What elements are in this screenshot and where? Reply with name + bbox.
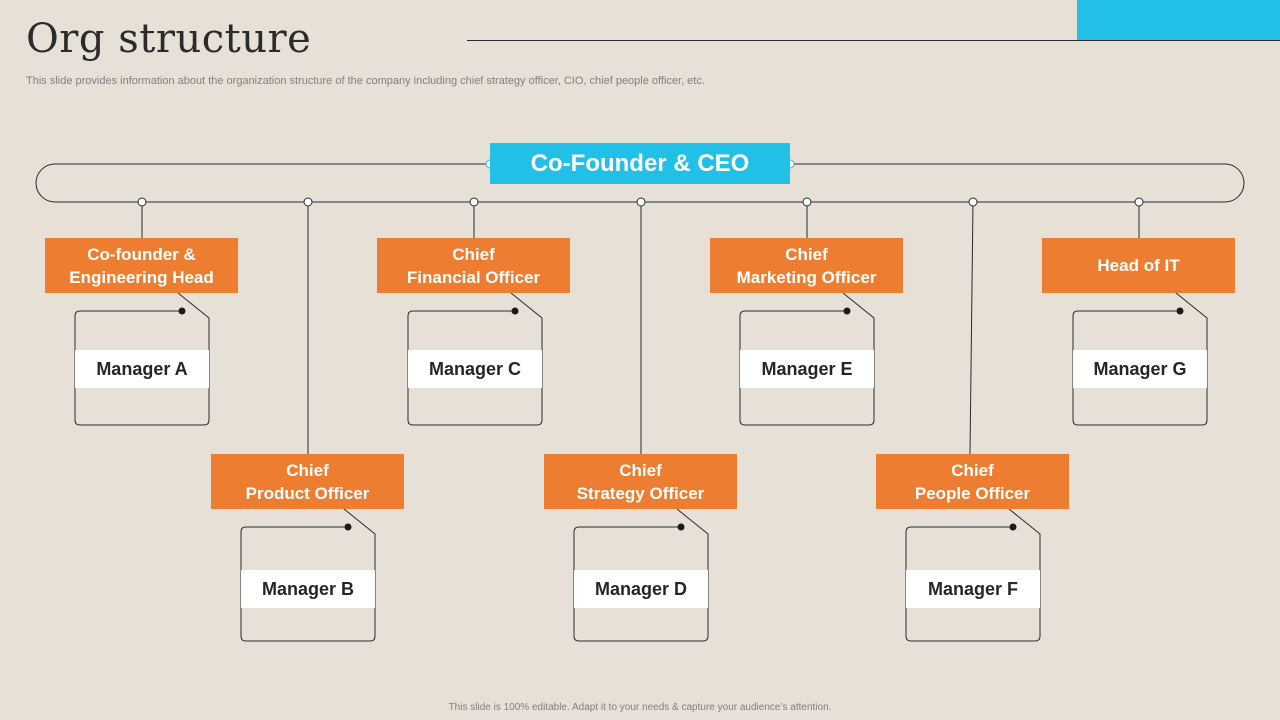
ceo-box: Co-Founder & CEO xyxy=(490,143,790,184)
manager-dot xyxy=(677,523,685,531)
manager-label: Manager G xyxy=(1073,350,1207,388)
junction-node xyxy=(137,197,147,207)
manager-frame xyxy=(905,508,1041,642)
manager-frame xyxy=(74,292,210,426)
role-box-cfo: Chief Financial Officer xyxy=(377,238,570,293)
manager-dot xyxy=(1176,307,1184,315)
role-label: Co-founder & Engineering Head xyxy=(69,244,214,287)
manager-dot xyxy=(344,523,352,531)
drop-line xyxy=(969,201,974,455)
junction-node xyxy=(1134,197,1144,207)
manager-label: Manager E xyxy=(740,350,874,388)
role-box-head-of-it: Head of IT xyxy=(1042,238,1235,293)
role-label: Head of IT xyxy=(1097,256,1180,275)
role-box-cmo: Chief Marketing Officer xyxy=(710,238,903,293)
slide-footer: This slide is 100% editable. Adapt it to… xyxy=(448,702,832,713)
role-box-engineering-head: Co-founder & Engineering Head xyxy=(45,238,238,293)
manager-frame xyxy=(407,292,543,426)
slide-subtitle: This slide provides information about th… xyxy=(26,75,705,87)
ceo-label: Co-Founder & CEO xyxy=(530,149,750,177)
junction-node xyxy=(636,197,646,207)
role-label: Chief People Officer xyxy=(914,460,1031,503)
junction-node xyxy=(303,197,313,207)
manager-frame xyxy=(1072,292,1208,426)
manager-label: Manager A xyxy=(75,350,209,388)
junction-node xyxy=(968,197,978,207)
role-label: Chief Product Officer xyxy=(245,460,370,503)
manager-dot xyxy=(511,307,519,315)
manager-frame xyxy=(573,508,709,642)
manager-frame xyxy=(739,292,875,426)
role-box-cpeo: Chief People Officer xyxy=(876,454,1069,509)
manager-dot xyxy=(1009,523,1017,531)
manager-dot xyxy=(843,307,851,315)
role-box-cpo: Chief Product Officer xyxy=(211,454,404,509)
junction-node xyxy=(802,197,812,207)
role-label: Chief Strategy Officer xyxy=(576,460,705,503)
title-rule xyxy=(467,40,1280,41)
corner-accent xyxy=(1077,0,1280,40)
manager-frame xyxy=(240,508,376,642)
junction-node xyxy=(469,197,479,207)
manager-label: Manager F xyxy=(906,570,1040,608)
role-label: Chief Marketing Officer xyxy=(736,244,877,287)
slide-title: Org structure xyxy=(26,16,312,62)
role-label: Chief Financial Officer xyxy=(406,244,541,287)
role-box-cso: Chief Strategy Officer xyxy=(544,454,737,509)
manager-label: Manager C xyxy=(408,350,542,388)
manager-label: Manager D xyxy=(574,570,708,608)
manager-label: Manager B xyxy=(241,570,375,608)
manager-dot xyxy=(178,307,186,315)
